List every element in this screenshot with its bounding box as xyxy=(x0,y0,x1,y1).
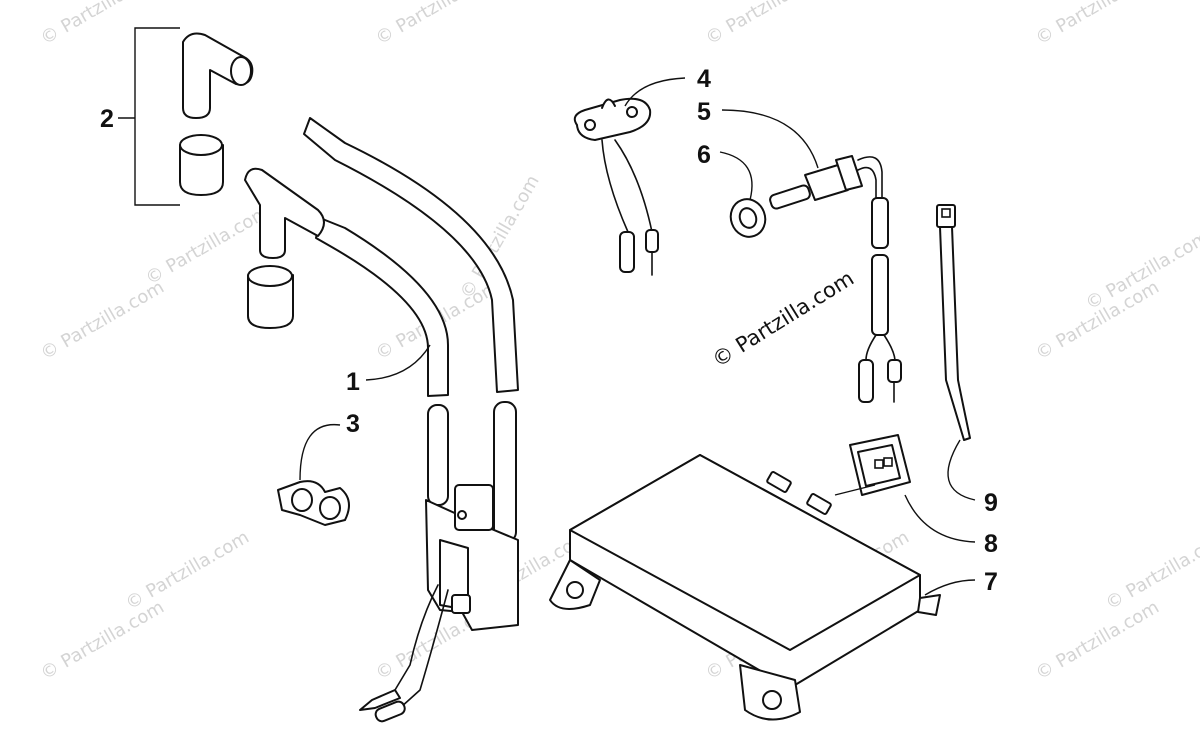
watermark: © Partzilla.com xyxy=(702,0,833,49)
boot-lower-top xyxy=(247,265,293,287)
cable-tie-slot xyxy=(941,208,951,218)
ht-lead-right-upper xyxy=(303,117,519,393)
cable-tie-strap xyxy=(939,226,971,441)
coil-terminal-hole xyxy=(457,510,467,520)
coil-mount xyxy=(451,594,471,614)
connector-pin xyxy=(883,457,893,467)
spark-plug-boot-lower xyxy=(247,274,294,329)
callout-1: 1 xyxy=(346,368,360,396)
callout-6: 6 xyxy=(697,141,711,169)
part-2-spark-plug-cap-group xyxy=(118,27,254,206)
flange-hole xyxy=(584,119,596,131)
module-top xyxy=(569,454,921,651)
callout-3: 3 xyxy=(346,410,360,438)
sensor-wire xyxy=(857,166,877,201)
watermark: © Partzilla.com xyxy=(37,597,168,685)
leader-line xyxy=(834,484,876,496)
boot-top xyxy=(179,134,223,156)
coil-wire xyxy=(394,584,439,691)
watermark: © Partzilla.com xyxy=(1032,0,1163,49)
leader-line xyxy=(721,109,819,169)
sensor-wire xyxy=(857,156,883,201)
leader-line xyxy=(924,579,976,596)
mount-ear xyxy=(917,594,941,616)
coil-terminal xyxy=(454,484,494,531)
part-6-washer xyxy=(719,151,767,238)
leader-line xyxy=(299,423,341,481)
watermark: © Partzilla.com xyxy=(372,0,503,49)
leader-line xyxy=(365,344,431,381)
part-8-connector xyxy=(834,434,976,543)
part-3-clip xyxy=(277,480,350,526)
spark-plug-boot xyxy=(179,144,224,196)
sensor-wire xyxy=(883,334,896,361)
connector-pin xyxy=(874,459,884,469)
center-watermark: © Partzilla.com xyxy=(708,266,858,372)
clip-loop xyxy=(291,488,313,512)
module-connector-port xyxy=(806,493,832,515)
sensor-probe xyxy=(769,184,811,210)
sensor-connector xyxy=(858,359,874,403)
part-5-temp-sensor xyxy=(721,109,902,403)
sensor-sleeve xyxy=(871,254,889,336)
sensor-nut xyxy=(835,155,863,191)
flange-hole xyxy=(626,106,638,118)
leader-line xyxy=(947,439,976,501)
wire-connector-male xyxy=(359,689,401,711)
leader-line xyxy=(719,151,753,201)
callout-5: 5 xyxy=(697,98,711,126)
watermark: © Partzilla.com xyxy=(37,277,168,365)
module-connector-port xyxy=(766,471,792,493)
part-4-sensor xyxy=(573,77,686,276)
ht-lead-left-upper xyxy=(315,217,449,397)
part-7-control-module xyxy=(549,454,976,721)
leader-line xyxy=(904,494,976,543)
ht-lead-left-lower xyxy=(427,404,449,506)
callout-4: 4 xyxy=(697,65,711,93)
watermark: © Partzilla.com xyxy=(122,527,253,615)
callout-2: 2 xyxy=(100,105,114,133)
cap-end xyxy=(230,56,252,86)
sensor-connector xyxy=(887,359,902,383)
part-1-ignition-coil xyxy=(244,117,519,723)
sensor-wire xyxy=(614,139,653,233)
spark-plug-cap-elbow-lower xyxy=(244,167,325,259)
wire-connector-female xyxy=(374,700,406,723)
sensor-sleeve xyxy=(871,197,889,249)
clip-loop xyxy=(319,496,341,520)
bracket-line xyxy=(134,27,180,206)
callout-8: 8 xyxy=(984,530,998,558)
watermark: © Partzilla.com xyxy=(37,0,168,49)
sensor-tip xyxy=(601,98,616,109)
callout-9: 9 xyxy=(984,489,998,517)
part-9-cable-tie xyxy=(936,204,976,501)
callout-7: 7 xyxy=(984,568,998,596)
coil-wire xyxy=(399,589,449,709)
connector-face xyxy=(857,444,901,487)
sensor-wire xyxy=(601,139,629,233)
mount-hole xyxy=(762,690,782,710)
watermark: © Partzilla.com xyxy=(1032,597,1163,685)
mount-hole xyxy=(566,581,584,599)
sensor-connector xyxy=(619,231,635,273)
sensor-wire xyxy=(865,334,877,361)
sensor-connector xyxy=(645,229,659,253)
ht-lead-right-lower xyxy=(493,401,517,543)
washer-inner xyxy=(738,207,758,229)
leader-line xyxy=(624,77,686,107)
